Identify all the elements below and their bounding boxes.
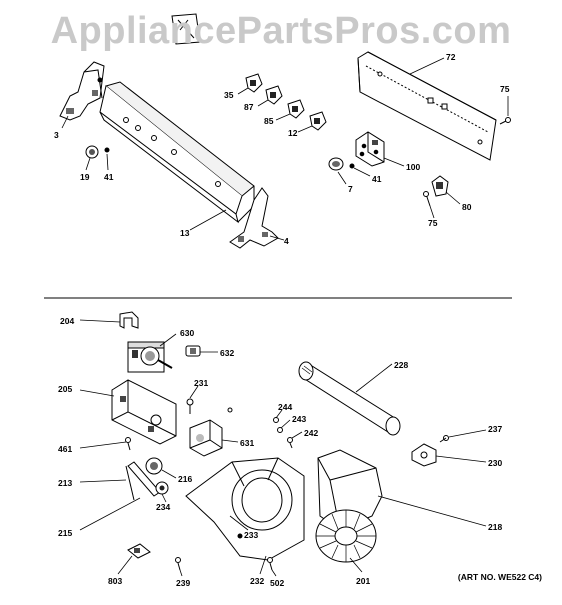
motor-screw[interactable] [227,407,233,413]
screw-75-bottom[interactable] [423,191,431,207]
end-bracket-right[interactable] [229,187,279,249]
leader-lines-top [61,57,509,241]
callout-244: 244 [278,402,292,412]
switch-85[interactable] [287,99,305,119]
callout-216: 216 [178,474,192,484]
callout-231: 231 [194,378,208,388]
callout-803: 803 [108,576,122,586]
callout-631: 631 [240,438,254,448]
callout-218: 218 [488,522,502,532]
callout-3: 3 [54,130,59,140]
thermal-fuse[interactable] [127,543,151,559]
nut-243[interactable] [277,427,283,433]
exhaust-duct[interactable] [298,361,401,436]
callout-243: 243 [292,414,306,424]
timer-clip[interactable] [349,163,355,169]
washer-244[interactable] [273,417,279,423]
blower-housing[interactable] [185,457,305,561]
callout-239: 239 [176,578,190,588]
callout-75-top: 75 [500,84,510,94]
callout-204: 204 [60,316,74,326]
timer-motor[interactable] [127,341,173,373]
screw-237[interactable] [439,435,449,443]
callout-75-bottom: 75 [428,218,438,228]
callout-228: 228 [394,360,408,370]
screw-242[interactable] [287,437,293,449]
callout-41-right: 41 [372,174,382,184]
callout-201: 201 [356,576,370,586]
screw-75-top[interactable] [499,117,511,125]
callout-461: 461 [58,444,72,454]
callout-213: 213 [58,478,72,488]
callout-100: 100 [406,162,420,172]
callout-80: 80 [462,202,472,212]
callout-242: 242 [304,428,318,438]
callout-237: 237 [488,424,502,434]
clip-204[interactable] [119,311,139,329]
callout-19: 19 [80,172,90,182]
duct-bracket[interactable] [411,443,437,467]
callout-630: 630 [180,328,194,338]
switch-87[interactable] [265,85,283,105]
callout-205: 205 [58,384,72,394]
knob[interactable] [85,145,99,159]
callout-215: 215 [58,528,72,538]
callout-230: 230 [488,458,502,468]
callout-85: 85 [264,116,274,126]
callout-7: 7 [348,184,353,194]
callout-4: 4 [284,236,289,246]
callout-87: 87 [244,102,254,112]
blower-wheel[interactable] [315,509,377,563]
callout-35: 35 [224,90,234,100]
motor-knob[interactable] [185,345,201,357]
callout-41-top: 41 [104,172,114,182]
switch-35[interactable] [245,73,263,93]
watermark: AppliancePartsPros.com [50,10,512,52]
idler-pulley[interactable] [145,457,163,475]
callout-234: 234 [156,502,170,512]
drive-motor[interactable] [189,419,223,457]
timer-knob[interactable] [328,157,344,171]
screw-502[interactable] [267,557,273,571]
screw-239[interactable] [175,557,181,571]
motor-mount-bracket[interactable] [111,379,177,445]
door-switch[interactable] [431,175,449,197]
idler-pulley-wheel[interactable] [155,481,169,495]
callout-632: 632 [220,348,234,358]
leader-lines-bottom [79,319,487,577]
callout-233: 233 [244,530,258,540]
callout-13: 13 [180,228,190,238]
knob-clip[interactable] [104,147,110,153]
switch-12[interactable] [309,111,327,131]
rear-panel[interactable] [357,51,497,161]
callout-labels: 3 19 41 13 4 35 87 85 12 72 75 100 41 7 … [54,52,510,588]
callout-502: 502 [270,578,284,588]
callout-12: 12 [288,128,298,138]
timer-bracket[interactable] [355,131,385,167]
callout-72: 72 [446,52,456,62]
callout-232: 232 [250,576,264,586]
end-bracket-left[interactable] [59,61,105,121]
control-panel[interactable] [99,81,255,224]
screw-231[interactable] [186,398,194,414]
screw-461[interactable] [125,437,131,451]
art-number: (ART NO. WE522 C4) [457,572,542,582]
label-tag [171,13,201,45]
